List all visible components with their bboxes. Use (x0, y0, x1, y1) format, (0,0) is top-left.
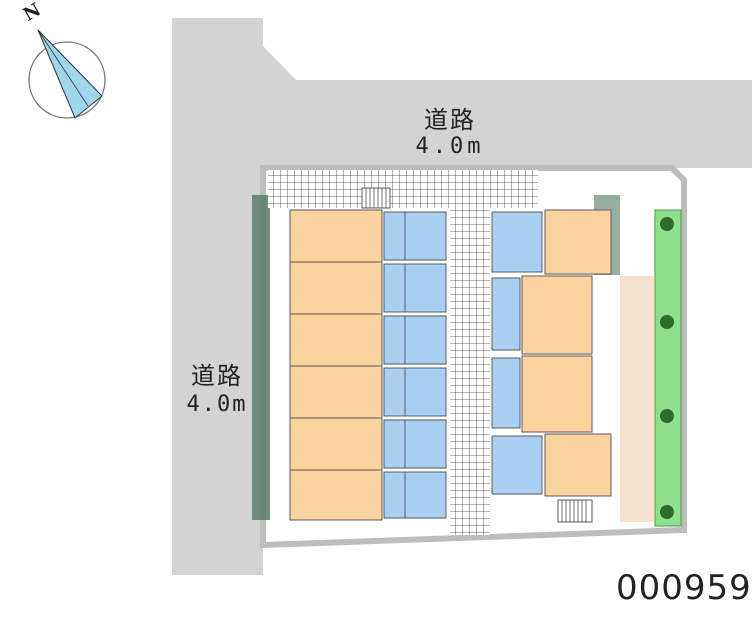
east-walkway (620, 276, 654, 522)
road-north (263, 18, 752, 168)
west-road-name: 道路 (191, 362, 243, 390)
stairs-south-icon (557, 499, 593, 523)
north-road-name: 道路 (424, 106, 476, 134)
east-building (491, 209, 612, 497)
tree-icons (660, 217, 674, 519)
road-west (172, 18, 263, 575)
north-road-width: 4.0m (415, 134, 485, 159)
paved-area-north (268, 170, 538, 208)
planting-strip (654, 209, 682, 527)
north-arrow-icon (28, 29, 106, 119)
west-building-shadow (252, 195, 270, 520)
west-building (289, 209, 447, 521)
west-road-width: 4.0m (186, 392, 248, 417)
plan-id-number: 000959 (616, 568, 752, 608)
central-walkway (450, 170, 490, 535)
stairs-north-icon (361, 187, 391, 209)
